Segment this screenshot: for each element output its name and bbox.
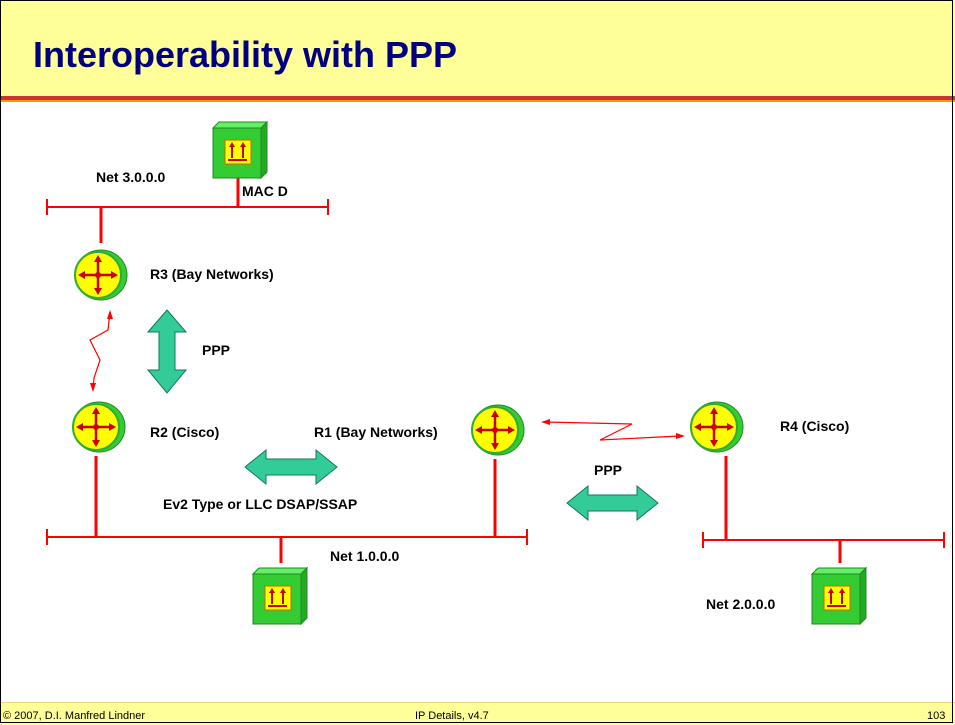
r3-label: R3 (Bay Networks) [150,266,274,282]
footer-copyright: © 2007, D.I. Manfred Lindner [3,710,146,722]
ppp-horizontal-arrow [566,484,659,522]
ppp-right-label: PPP [594,462,622,478]
r1-label: R1 (Bay Networks) [314,424,438,440]
r2-label: R2 (Cisco) [150,424,219,440]
net3-label: Net 3.0.0.0 [96,169,165,185]
serial-link-r3-r2 [89,311,111,391]
net2-segment [702,456,945,563]
encapsulation-label: Ev2 Type or LLC DSAP/SSAP [163,496,357,512]
footer-page-number: 103 [927,710,946,722]
net1-segment [46,456,528,563]
serial-arrowhead-left [541,419,550,425]
serial-link-r1-r4 [543,421,681,441]
mac-d-label: MAC D [242,183,288,199]
serial-arrowhead-down [90,383,96,392]
slide-title: Interoperability with PPP [33,34,458,75]
serial-arrowhead-right [676,433,685,439]
footer-version: IP Details, v4.7 [415,710,489,722]
footer: © 2007, D.I. Manfred Lindner IP Details,… [0,702,955,725]
ppp-left-label: PPP [202,342,230,358]
serial-arrowhead-up [107,310,113,319]
r4-label: R4 (Cisco) [780,418,849,434]
net2-label: Net 2.0.0.0 [706,596,775,612]
net1-label: Net 1.0.0.0 [330,548,399,564]
encapsulation-arrow [244,448,338,486]
ppp-vertical-arrow [146,309,188,394]
net3-segment [46,178,329,243]
title-bar: Interoperability with PPP [0,0,955,100]
